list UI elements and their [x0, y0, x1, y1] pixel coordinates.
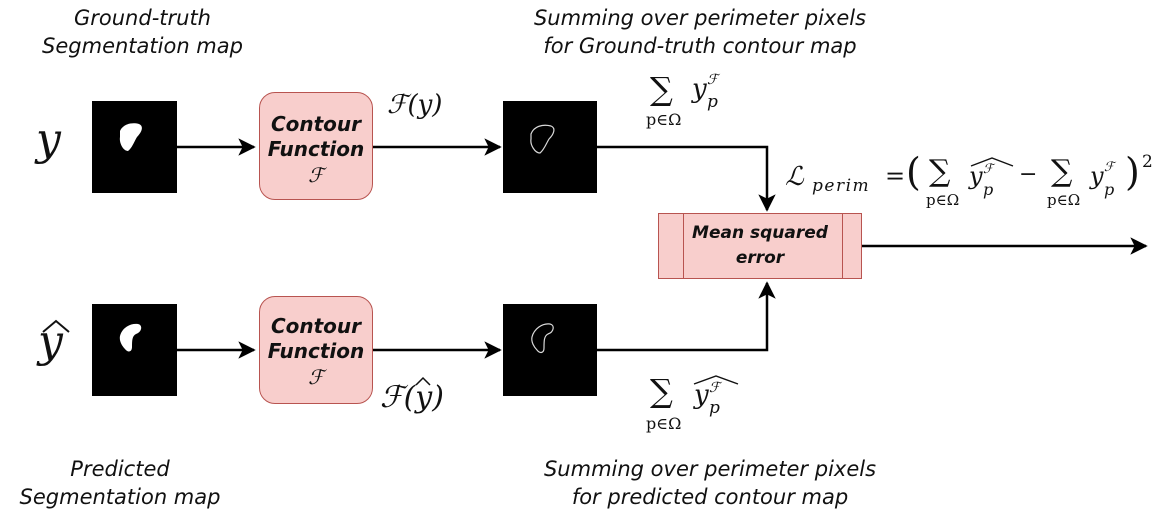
sum-gt-y: y: [692, 74, 707, 104]
loss-close-paren: ): [1125, 150, 1140, 194]
variable-yhat-letter: y: [38, 316, 63, 367]
loss-y-2: y: [1090, 162, 1104, 190]
sum-gt-index: p∈Ω: [646, 110, 681, 129]
sum-gt-y-sub: p: [707, 92, 718, 112]
contour-box-top-line2: Function: [260, 137, 372, 162]
gt-contour-image: [503, 101, 597, 193]
loss-lhs: ℒ: [785, 162, 804, 192]
loss-sigma-1: ∑: [929, 154, 950, 189]
pred-label-line2: Segmentation map: [0, 483, 240, 511]
loss-y-2-sup: ℱ: [1104, 160, 1114, 175]
f-of-yhat-label: ℱ(y): [380, 372, 490, 420]
sum-pred-y-sub: p: [709, 398, 720, 418]
contour-function-box-bottom: Contour Function ℱ: [259, 296, 373, 404]
loss-sigma-2: ∑: [1051, 154, 1072, 189]
mean-squared-error-box: Mean squared error: [658, 213, 862, 279]
sum-pred-expression: ∑ p∈Ω y ℱ p: [640, 372, 750, 444]
contour-box-top-line1: Contour: [260, 112, 372, 137]
f-of-y-label: ℱ(y): [387, 90, 442, 120]
contour-function-box-top: Contour Function ℱ: [259, 92, 373, 200]
arrow-gt-map-to-mse: [597, 147, 767, 210]
sum-gt-label: Summing over perimeter pixels for Ground…: [480, 4, 920, 60]
sum-gt-label-line1: Summing over perimeter pixels: [480, 4, 920, 32]
sum-gt-sigma: ∑: [650, 70, 673, 108]
contour-box-bottom-symbol: ℱ: [260, 365, 372, 389]
gt-segmentation-image: [92, 101, 177, 193]
contour-box-bottom-line2: Function: [260, 339, 372, 364]
loss-power: 2: [1142, 152, 1153, 172]
loss-subscript: perim: [812, 176, 870, 196]
loss-equals: =: [885, 162, 905, 190]
gt-label-line1: Ground-truth: [20, 4, 265, 32]
sum-pred-y: y: [694, 380, 709, 410]
sum-pred-label: Summing over perimeter pixels for predic…: [495, 455, 925, 511]
pred-contour-image: [503, 304, 597, 396]
contour-box-bottom-line1: Contour: [260, 314, 372, 339]
mse-right-bar: [842, 214, 843, 278]
pred-segmentation-image: [92, 304, 177, 396]
mse-line1: Mean squared: [679, 221, 841, 246]
sum-pred-label-line1: Summing over perimeter pixels: [495, 455, 925, 483]
sum-pred-label-line2: for predicted contour map: [495, 483, 925, 511]
contour-box-top-symbol: ℱ: [260, 163, 372, 187]
gt-label-line2: Segmentation map: [20, 32, 265, 60]
loss-yhat-1-sup: ℱ: [983, 162, 993, 177]
f-of-yhat-text: ℱ(y): [380, 380, 444, 415]
loss-y-2-sub: p: [1104, 180, 1114, 199]
arrow-pred-map-to-mse: [597, 283, 767, 350]
loss-index-1: p∈Ω: [926, 191, 959, 209]
sum-pred-y-sup: ℱ: [709, 380, 720, 396]
sum-pred-sigma: ∑: [650, 372, 673, 410]
sum-gt-y-sup: ℱ: [707, 72, 718, 88]
sum-gt-expression: ∑ p∈Ω y ℱ p: [640, 70, 750, 140]
sum-gt-label-line2: for Ground-truth contour map: [480, 32, 920, 60]
variable-yhat: y: [38, 312, 74, 374]
loss-yhat-1-sub: p: [983, 180, 993, 199]
pred-segmentation-label: Predicted Segmentation map: [0, 455, 240, 511]
loss-index-2: p∈Ω: [1047, 191, 1080, 209]
loss-minus: −: [1019, 162, 1037, 187]
sum-pred-index: p∈Ω: [646, 414, 681, 433]
loss-open-paren: (: [906, 150, 921, 194]
mse-line2: error: [679, 246, 841, 271]
gt-segmentation-label: Ground-truth Segmentation map: [20, 4, 265, 60]
pred-label-line1: Predicted: [0, 455, 240, 483]
variable-y: y: [36, 114, 61, 165]
